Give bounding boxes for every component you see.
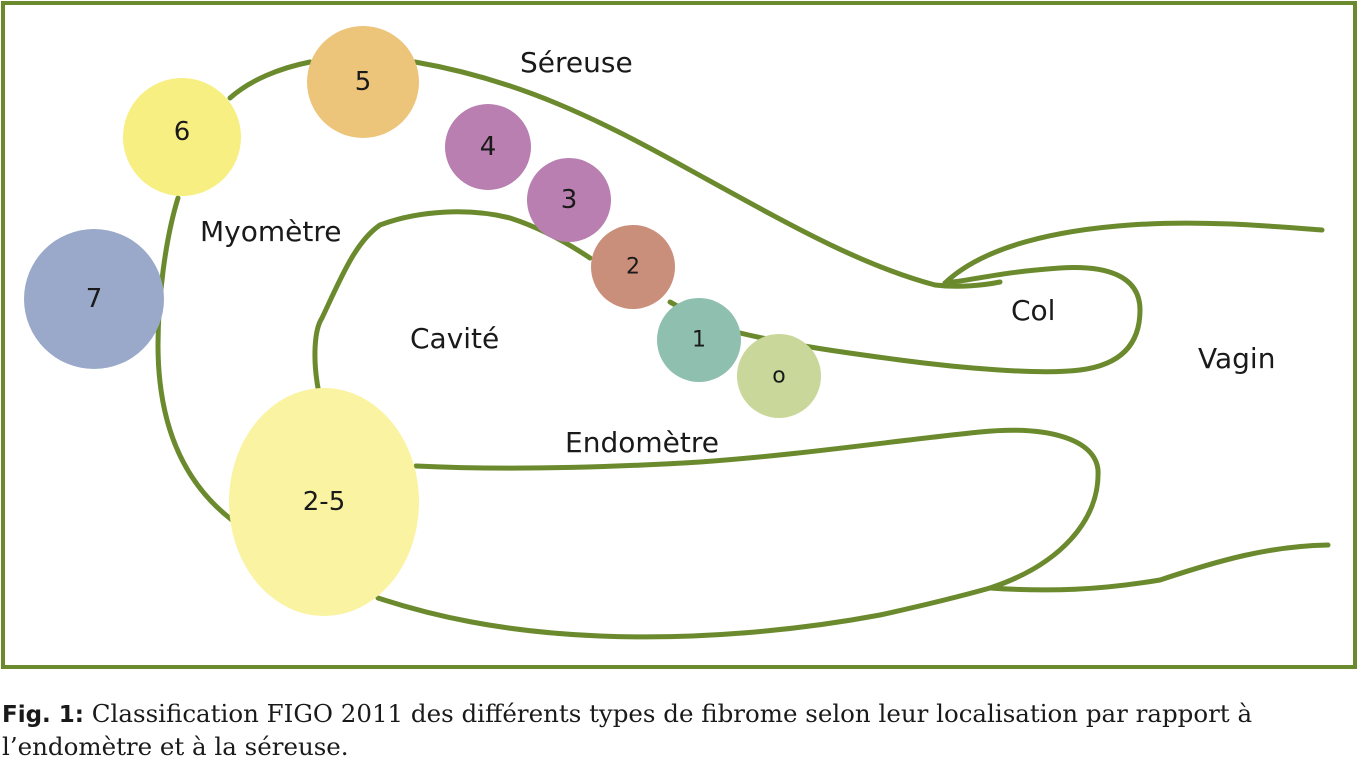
figo-fibroid-diagram: o 1 2 3 4 5 6 7 2-5 Séreuse Myomètre Cav… [1, 1, 1357, 669]
cavity-lower-wall [413, 427, 1331, 593]
caption-text: Classification FIGO 2011 des différents … [2, 699, 1253, 761]
fibroid-4-shape [445, 104, 531, 190]
serosa-outline-left [155, 195, 235, 523]
fibroid-type-2-5: 2-5 [229, 388, 419, 616]
fibroid-type-4: 4 [445, 104, 531, 190]
serosa-outline-top [227, 59, 1003, 289]
fibroid-0-shape [737, 334, 821, 418]
fibroid-5-shape [307, 26, 419, 138]
fibroid-2-5-shape [229, 388, 419, 616]
label-vagin: Vagin [1198, 342, 1275, 375]
fibroid-type-2: 2 [591, 225, 675, 309]
figure-caption: Fig. 1: Classification FIGO 2011 des dif… [2, 698, 1354, 763]
fibroid-0-label: o [772, 364, 785, 389]
fibroid-2-label: 2 [626, 255, 640, 280]
fibroid-5-label: 5 [355, 67, 372, 97]
fibroid-4-label: 4 [480, 132, 497, 162]
serosa-outline-bottom [375, 585, 993, 640]
fibroid-6-label: 6 [174, 117, 191, 147]
fibroid-type-6: 6 [123, 78, 241, 196]
fibroid-7-label: 7 [86, 284, 103, 314]
fibroid-type-3: 3 [527, 158, 611, 242]
diagram-frame [1, 1, 1357, 669]
fibroid-1-label: 1 [692, 328, 706, 353]
fibroid-2-shape [591, 225, 675, 309]
vagina-upper-wall [942, 220, 1325, 286]
fibroid-7-shape [24, 229, 164, 369]
fibroid-3-shape [527, 158, 611, 242]
fibroid-type-5: 5 [307, 26, 419, 138]
caption-prefix: Fig. 1: [2, 702, 85, 728]
fibroid-1-shape [657, 298, 741, 382]
fibroid-type-0: o [737, 334, 821, 418]
fibroid-3-label: 3 [561, 185, 578, 215]
label-sereuse: Séreuse [520, 46, 633, 79]
fibroid-6-shape [123, 78, 241, 196]
fibroid-type-1: 1 [657, 298, 741, 382]
fibroid-2-5-label: 2-5 [303, 487, 345, 517]
fibroid-type-7: 7 [24, 229, 164, 369]
label-cavite: Cavité [410, 322, 499, 355]
label-myometre: Myomètre [200, 215, 341, 248]
label-col: Col [1011, 294, 1055, 327]
label-endometre: Endomètre [565, 426, 719, 459]
